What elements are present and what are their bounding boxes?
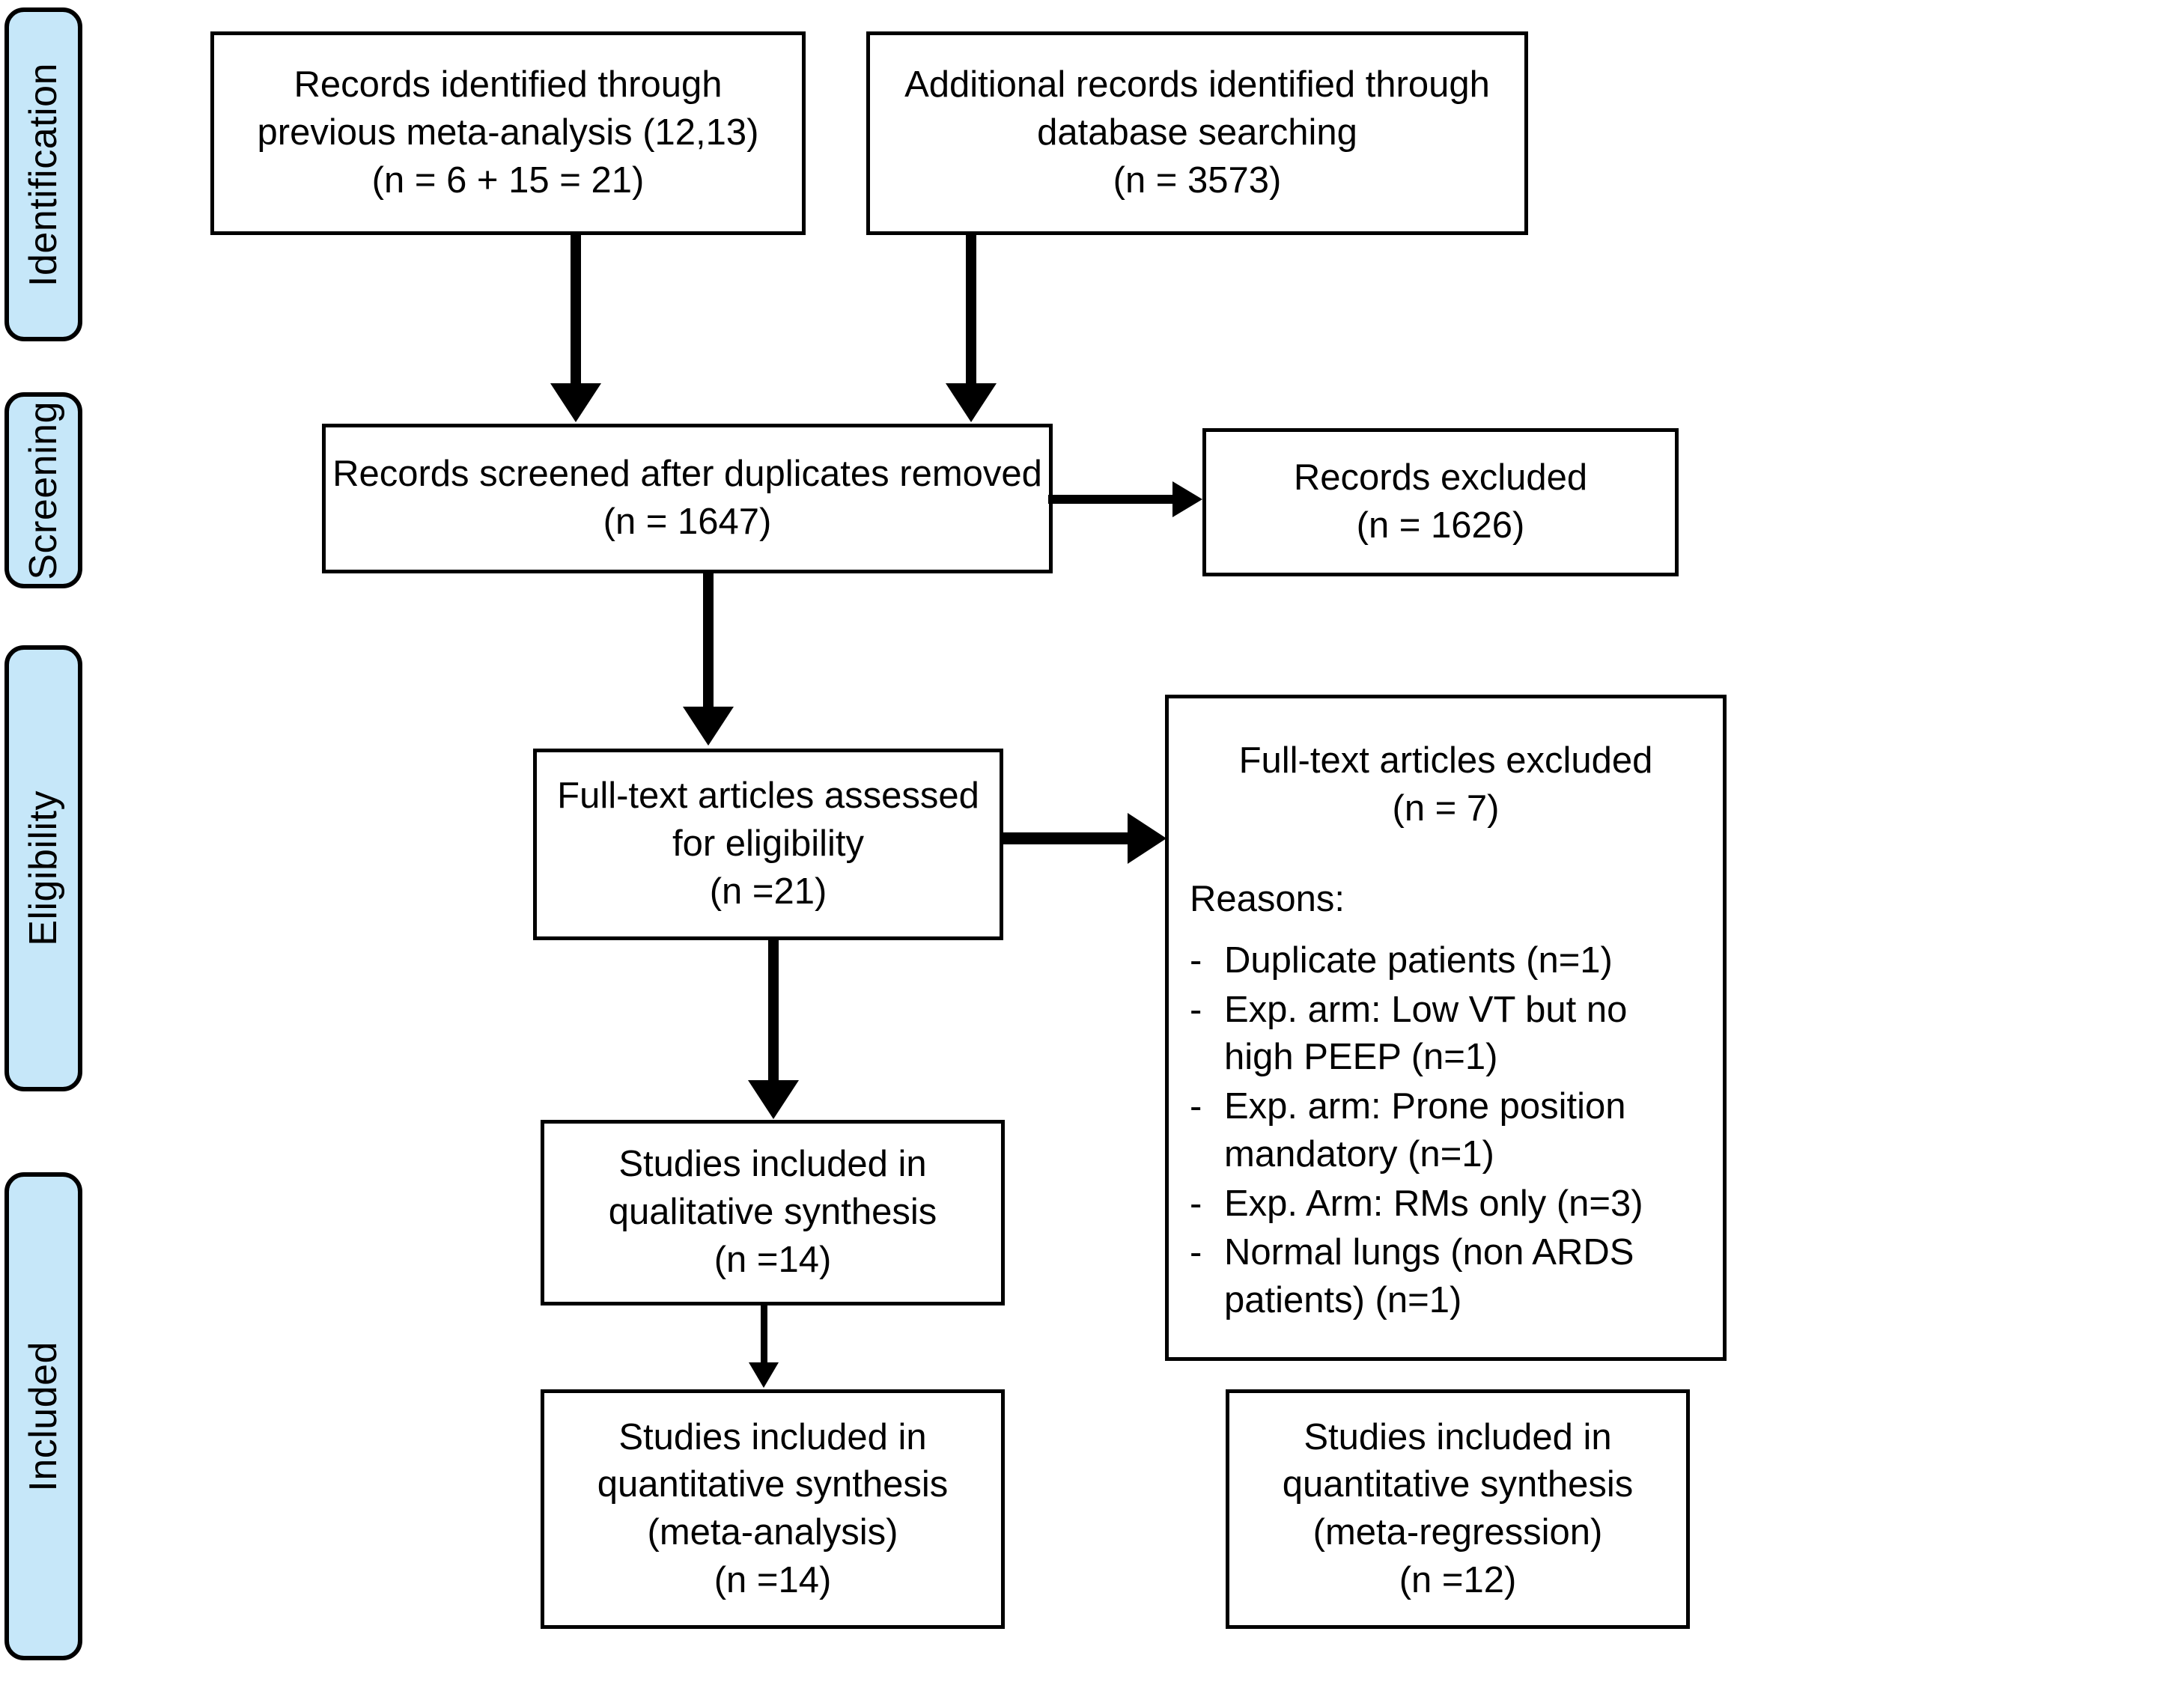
- arrowhead-full-text-to-excluded: [1128, 813, 1166, 864]
- connector-screened-to-excluded: [1048, 495, 1183, 504]
- reason-text: Exp. arm: Low VT but no high PEEP (n=1): [1224, 989, 1628, 1078]
- reason-text: Exp. arm: Prone position mandatory (n=1): [1224, 1086, 1626, 1174]
- stage-screening-label: Screening: [22, 400, 65, 580]
- reason-text: Exp. Arm: RMs only (n=3): [1224, 1183, 1643, 1224]
- box-quant-regression-line1: Studies included in: [1304, 1416, 1612, 1457]
- list-item: - Exp. arm: Prone position mandatory (n=…: [1190, 1083, 1702, 1178]
- stage-included: Included: [4, 1172, 82, 1660]
- box-screened-line2: (n = 1647): [603, 502, 772, 542]
- connector-qualitative-to-quantitative: [761, 1305, 767, 1365]
- box-quantitative-synthesis-meta-analysis: Studies included in quantitative synthes…: [541, 1389, 1005, 1629]
- bullet-dash-icon: -: [1190, 989, 1202, 1030]
- stage-included-label: Included: [22, 1341, 65, 1492]
- box-full-text-excluded-reasons: Full-text articles excluded (n = 7) Reas…: [1165, 695, 1727, 1361]
- box-qualitative-line3: (n =14): [714, 1239, 832, 1280]
- excluded-count: (n = 7): [1392, 787, 1500, 829]
- stage-eligibility-label: Eligibility: [22, 790, 65, 946]
- arrowhead-previous-meta-to-screened: [550, 383, 601, 422]
- box-database-search-line1: Additional records identified through: [904, 64, 1490, 106]
- connector-database-search-to-screened: [966, 235, 976, 385]
- box-quant-regression-line3: (meta-regression): [1312, 1512, 1603, 1553]
- connector-full-text-to-excluded: [1000, 832, 1150, 844]
- box-full-text-assessed-line1: Full-text articles assessed: [557, 776, 979, 817]
- connector-previous-meta-to-screened: [571, 235, 581, 385]
- excluded-title: Full-text articles excluded: [1238, 740, 1653, 781]
- box-records-excluded: Records excluded (n = 1626): [1202, 428, 1679, 576]
- arrowhead-full-text-to-qualitative: [748, 1080, 799, 1119]
- box-database-search-line2: database searching: [1037, 112, 1357, 153]
- list-item: - Exp. arm: Low VT but no high PEEP (n=1…: [1190, 987, 1702, 1082]
- excluded-reasons-label: Reasons:: [1190, 879, 1345, 920]
- connector-screened-to-full-text: [703, 573, 714, 708]
- box-quant-meta-line1: Studies included in: [618, 1416, 927, 1457]
- box-qualitative-line1: Studies included in: [618, 1144, 927, 1185]
- arrowhead-qualitative-to-quantitative: [749, 1362, 779, 1388]
- bullet-dash-icon: -: [1190, 940, 1202, 981]
- list-item: - Duplicate patients (n=1): [1190, 937, 1702, 985]
- box-qualitative-synthesis: Studies included in qualitative synthesi…: [541, 1120, 1005, 1305]
- excluded-reasons-list: - Duplicate patients (n=1) - Exp. arm: L…: [1190, 937, 1702, 1326]
- box-records-excluded-line2: (n = 1626): [1356, 505, 1525, 546]
- arrowhead-screened-to-full-text: [683, 707, 734, 746]
- stage-eligibility: Eligibility: [4, 645, 82, 1091]
- bullet-dash-icon: -: [1190, 1183, 1202, 1224]
- bullet-dash-icon: -: [1190, 1086, 1202, 1127]
- box-quant-meta-line4: (n =14): [714, 1559, 832, 1600]
- box-database-search-line3: (n = 3573): [1113, 159, 1282, 201]
- box-quantitative-synthesis-meta-regression: Studies included in quantitative synthes…: [1226, 1389, 1690, 1629]
- box-previous-meta-line1: Records identified through: [293, 64, 723, 106]
- reason-text: Duplicate patients (n=1): [1224, 940, 1613, 981]
- box-previous-meta-line3: (n = 6 + 15 = 21): [371, 159, 645, 201]
- reason-text: Normal lungs (non ARDS patients) (n=1): [1224, 1232, 1634, 1320]
- box-full-text-assessed: Full-text articles assessed for eligibil…: [533, 749, 1003, 940]
- box-additional-records-database-searching: Additional records identified through da…: [866, 31, 1528, 235]
- arrowhead-database-search-to-screened: [946, 383, 997, 422]
- box-full-text-assessed-line2: for eligibility: [672, 823, 864, 865]
- box-quant-regression-line2: quantitative synthesis: [1282, 1464, 1634, 1505]
- box-qualitative-line2: qualitative synthesis: [608, 1192, 937, 1233]
- excluded-header: Full-text articles excluded (n = 7): [1190, 737, 1702, 832]
- bullet-dash-icon: -: [1190, 1232, 1202, 1273]
- box-records-excluded-line1: Records excluded: [1293, 457, 1588, 499]
- box-quant-meta-line2: quantitative synthesis: [597, 1464, 949, 1505]
- list-item: - Exp. Arm: RMs only (n=3): [1190, 1180, 1702, 1228]
- stage-identification-label: Identification: [22, 62, 65, 287]
- box-previous-meta-line2: previous meta-analysis (12,13): [257, 112, 759, 153]
- arrowhead-screened-to-excluded: [1172, 481, 1202, 517]
- stage-screening: Screening: [4, 392, 82, 588]
- connector-full-text-to-qualitative: [768, 940, 779, 1082]
- box-quant-meta-line3: (meta-analysis): [647, 1512, 898, 1553]
- box-screened-line1: Records screened after duplicates remove…: [332, 454, 1042, 495]
- box-quant-regression-line4: (n =12): [1399, 1559, 1517, 1600]
- stage-identification: Identification: [4, 7, 82, 341]
- box-records-previous-meta-analysis: Records identified through previous meta…: [210, 31, 806, 235]
- list-item: - Normal lungs (non ARDS patients) (n=1): [1190, 1229, 1702, 1324]
- box-full-text-assessed-line3: (n =21): [709, 871, 827, 912]
- box-records-screened: Records screened after duplicates remove…: [322, 424, 1053, 573]
